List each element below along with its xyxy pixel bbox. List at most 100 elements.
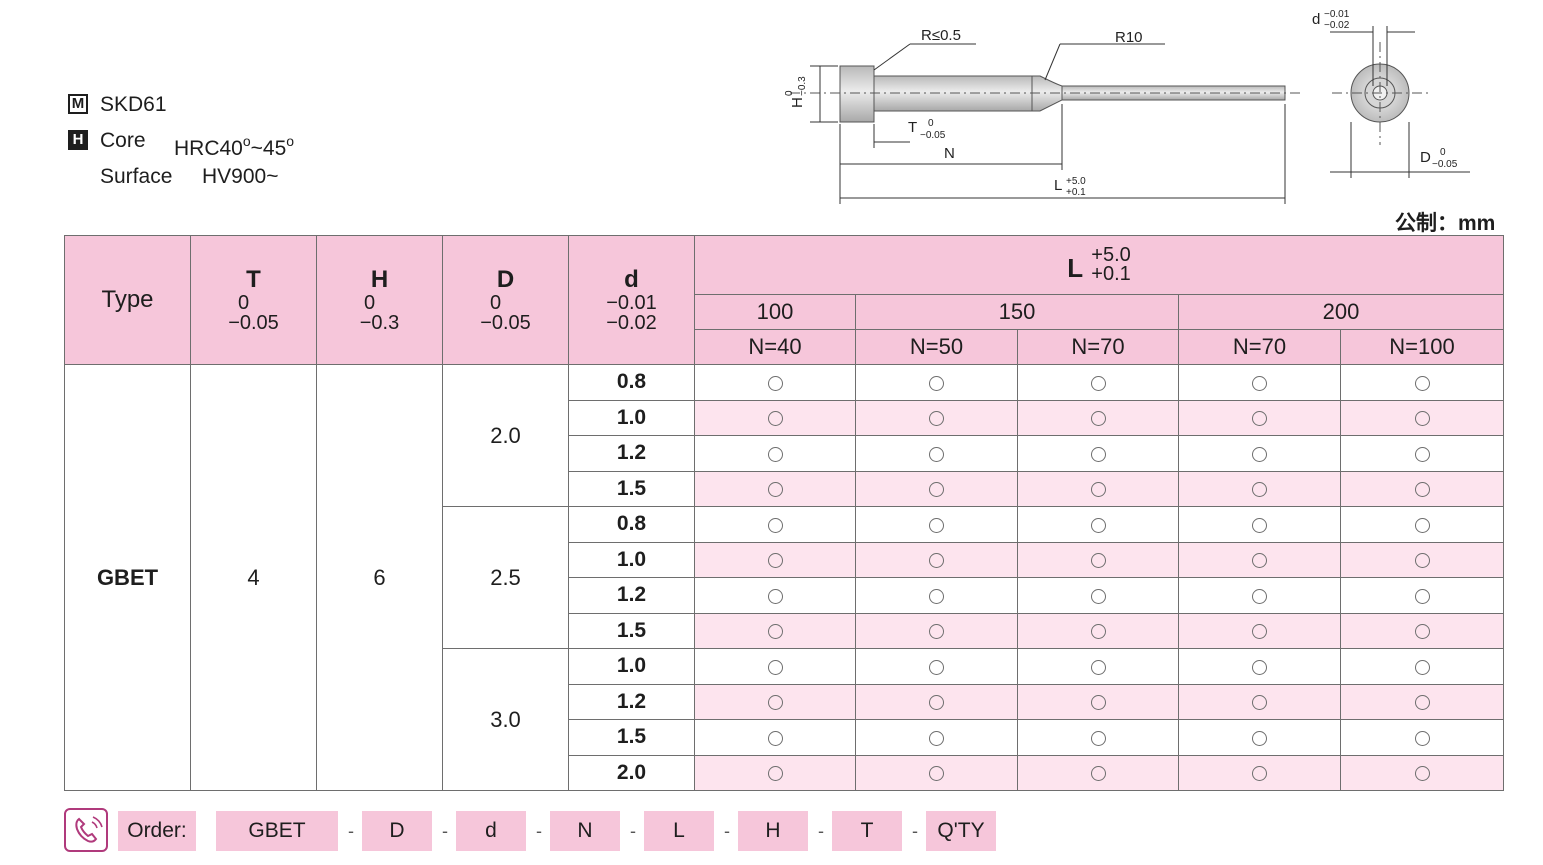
circle-mark-icon bbox=[1252, 375, 1267, 391]
circle-mark-icon bbox=[1090, 624, 1106, 640]
availability-cell bbox=[1017, 612, 1179, 649]
svg-text:−0.3: −0.3 bbox=[797, 76, 808, 96]
circle-mark-icon bbox=[1090, 517, 1106, 533]
circle-mark-icon bbox=[1414, 482, 1430, 498]
availability-cell bbox=[1017, 577, 1179, 614]
availability-cell bbox=[1339, 754, 1505, 791]
availability-cell bbox=[1178, 470, 1341, 507]
availability-cell bbox=[694, 364, 856, 401]
surface-label: Surface bbox=[100, 165, 173, 188]
order-field: d bbox=[456, 811, 526, 851]
order-field: GBET bbox=[216, 811, 338, 851]
availability-cell bbox=[694, 754, 856, 791]
svg-text:+0.1: +0.1 bbox=[1066, 187, 1086, 198]
circle-mark-icon bbox=[1414, 411, 1430, 427]
circle-mark-icon bbox=[1414, 659, 1430, 675]
circle-mark-icon bbox=[1252, 695, 1267, 711]
svg-text:d: d bbox=[1312, 11, 1320, 28]
circle-mark-icon bbox=[929, 624, 944, 640]
n-header: N=70 bbox=[1017, 329, 1179, 365]
d-group-cell: 3.0 bbox=[442, 648, 569, 791]
circle-mark-icon bbox=[1252, 730, 1267, 746]
small-d-cell: 0.8 bbox=[568, 506, 695, 543]
availability-cell bbox=[1017, 364, 1179, 401]
d-big-dimension: D 0 −0.05 bbox=[1420, 147, 1458, 170]
order-separator: - bbox=[818, 821, 824, 841]
availability-cell bbox=[855, 577, 1018, 614]
circle-mark-icon bbox=[1252, 659, 1267, 675]
circle-mark-icon bbox=[929, 375, 944, 391]
circle-mark-icon bbox=[1252, 624, 1267, 640]
order-label: Order: bbox=[118, 811, 196, 851]
h-header: H 0−0.3 bbox=[316, 235, 443, 365]
circle-mark-icon bbox=[1414, 766, 1430, 782]
circle-mark-icon bbox=[929, 766, 944, 782]
dimension-lines bbox=[810, 43, 1286, 204]
material-value: SKD61 bbox=[100, 93, 167, 116]
circle-mark-icon bbox=[929, 482, 944, 498]
table-row: 1.5 bbox=[65, 719, 1505, 756]
circle-mark-icon bbox=[1252, 482, 1267, 498]
availability-cell bbox=[1178, 683, 1341, 720]
circle-mark-icon bbox=[767, 517, 783, 533]
n-header: N=70 bbox=[1178, 329, 1341, 365]
svg-text:H: H bbox=[789, 97, 806, 108]
length-100-header: 100 bbox=[694, 294, 856, 330]
availability-cell bbox=[855, 364, 1018, 401]
r-small-label: R≤0.5 bbox=[921, 27, 961, 44]
svg-text:D: D bbox=[1420, 149, 1431, 166]
l-dimension: L +5.0 +0.1 bbox=[1054, 176, 1086, 198]
table-row: 1.5 bbox=[65, 612, 1505, 649]
d-group-cell: 2.5 bbox=[442, 506, 569, 649]
circle-mark-icon bbox=[929, 695, 944, 711]
circle-mark-icon bbox=[1414, 695, 1430, 711]
availability-cell bbox=[1339, 470, 1505, 507]
availability-cell bbox=[1017, 719, 1179, 756]
circle-mark-icon bbox=[767, 624, 783, 640]
availability-cell bbox=[855, 754, 1018, 791]
end-view-dimension-lines bbox=[1330, 26, 1470, 178]
circle-mark-icon bbox=[1090, 482, 1106, 498]
svg-text:0: 0 bbox=[1440, 147, 1446, 158]
l-header: L +5.0+0.1 bbox=[693, 235, 1505, 295]
circle-mark-icon bbox=[1090, 411, 1106, 427]
small-d-cell: 2.0 bbox=[568, 754, 695, 791]
availability-cell bbox=[1017, 754, 1179, 791]
availability-cell bbox=[1339, 648, 1505, 685]
circle-mark-icon bbox=[929, 411, 944, 427]
small-d-cell: 1.5 bbox=[568, 719, 695, 756]
availability-cell bbox=[694, 470, 856, 507]
type-header: Type bbox=[64, 235, 191, 365]
small-d-cell: 1.2 bbox=[568, 577, 695, 614]
d-group-cell: 2.0 bbox=[442, 364, 569, 507]
availability-cell bbox=[1339, 435, 1505, 472]
circle-mark-icon bbox=[1414, 588, 1430, 604]
svg-text:0: 0 bbox=[784, 90, 795, 96]
availability-cell bbox=[1339, 541, 1505, 578]
length-200-header: 200 bbox=[1177, 294, 1505, 330]
small-d-cell: 1.5 bbox=[568, 612, 695, 649]
order-field: T bbox=[832, 811, 902, 851]
availability-cell bbox=[855, 435, 1018, 472]
circle-mark-icon bbox=[1252, 588, 1267, 604]
core-value: HRC40o~45o bbox=[174, 133, 295, 160]
table-row: 1.2 bbox=[65, 683, 1505, 720]
availability-cell bbox=[1339, 577, 1505, 614]
table-row: 2.0 bbox=[65, 754, 1505, 791]
table-row: 1.2 bbox=[65, 577, 1505, 614]
circle-mark-icon bbox=[1252, 517, 1267, 533]
availability-cell bbox=[694, 435, 856, 472]
h-value-cell: 6 bbox=[316, 364, 443, 791]
length-150-header: 150 bbox=[855, 294, 1179, 330]
n-header: N=40 bbox=[694, 329, 856, 365]
availability-cell bbox=[1339, 719, 1505, 756]
core-label: Core bbox=[100, 129, 146, 152]
circle-mark-icon bbox=[767, 695, 783, 711]
availability-cell bbox=[1339, 683, 1505, 720]
availability-cell bbox=[1339, 612, 1505, 649]
circle-mark-icon bbox=[767, 482, 783, 498]
circle-mark-icon bbox=[1414, 553, 1430, 569]
svg-text:−0.01: −0.01 bbox=[1324, 9, 1350, 20]
